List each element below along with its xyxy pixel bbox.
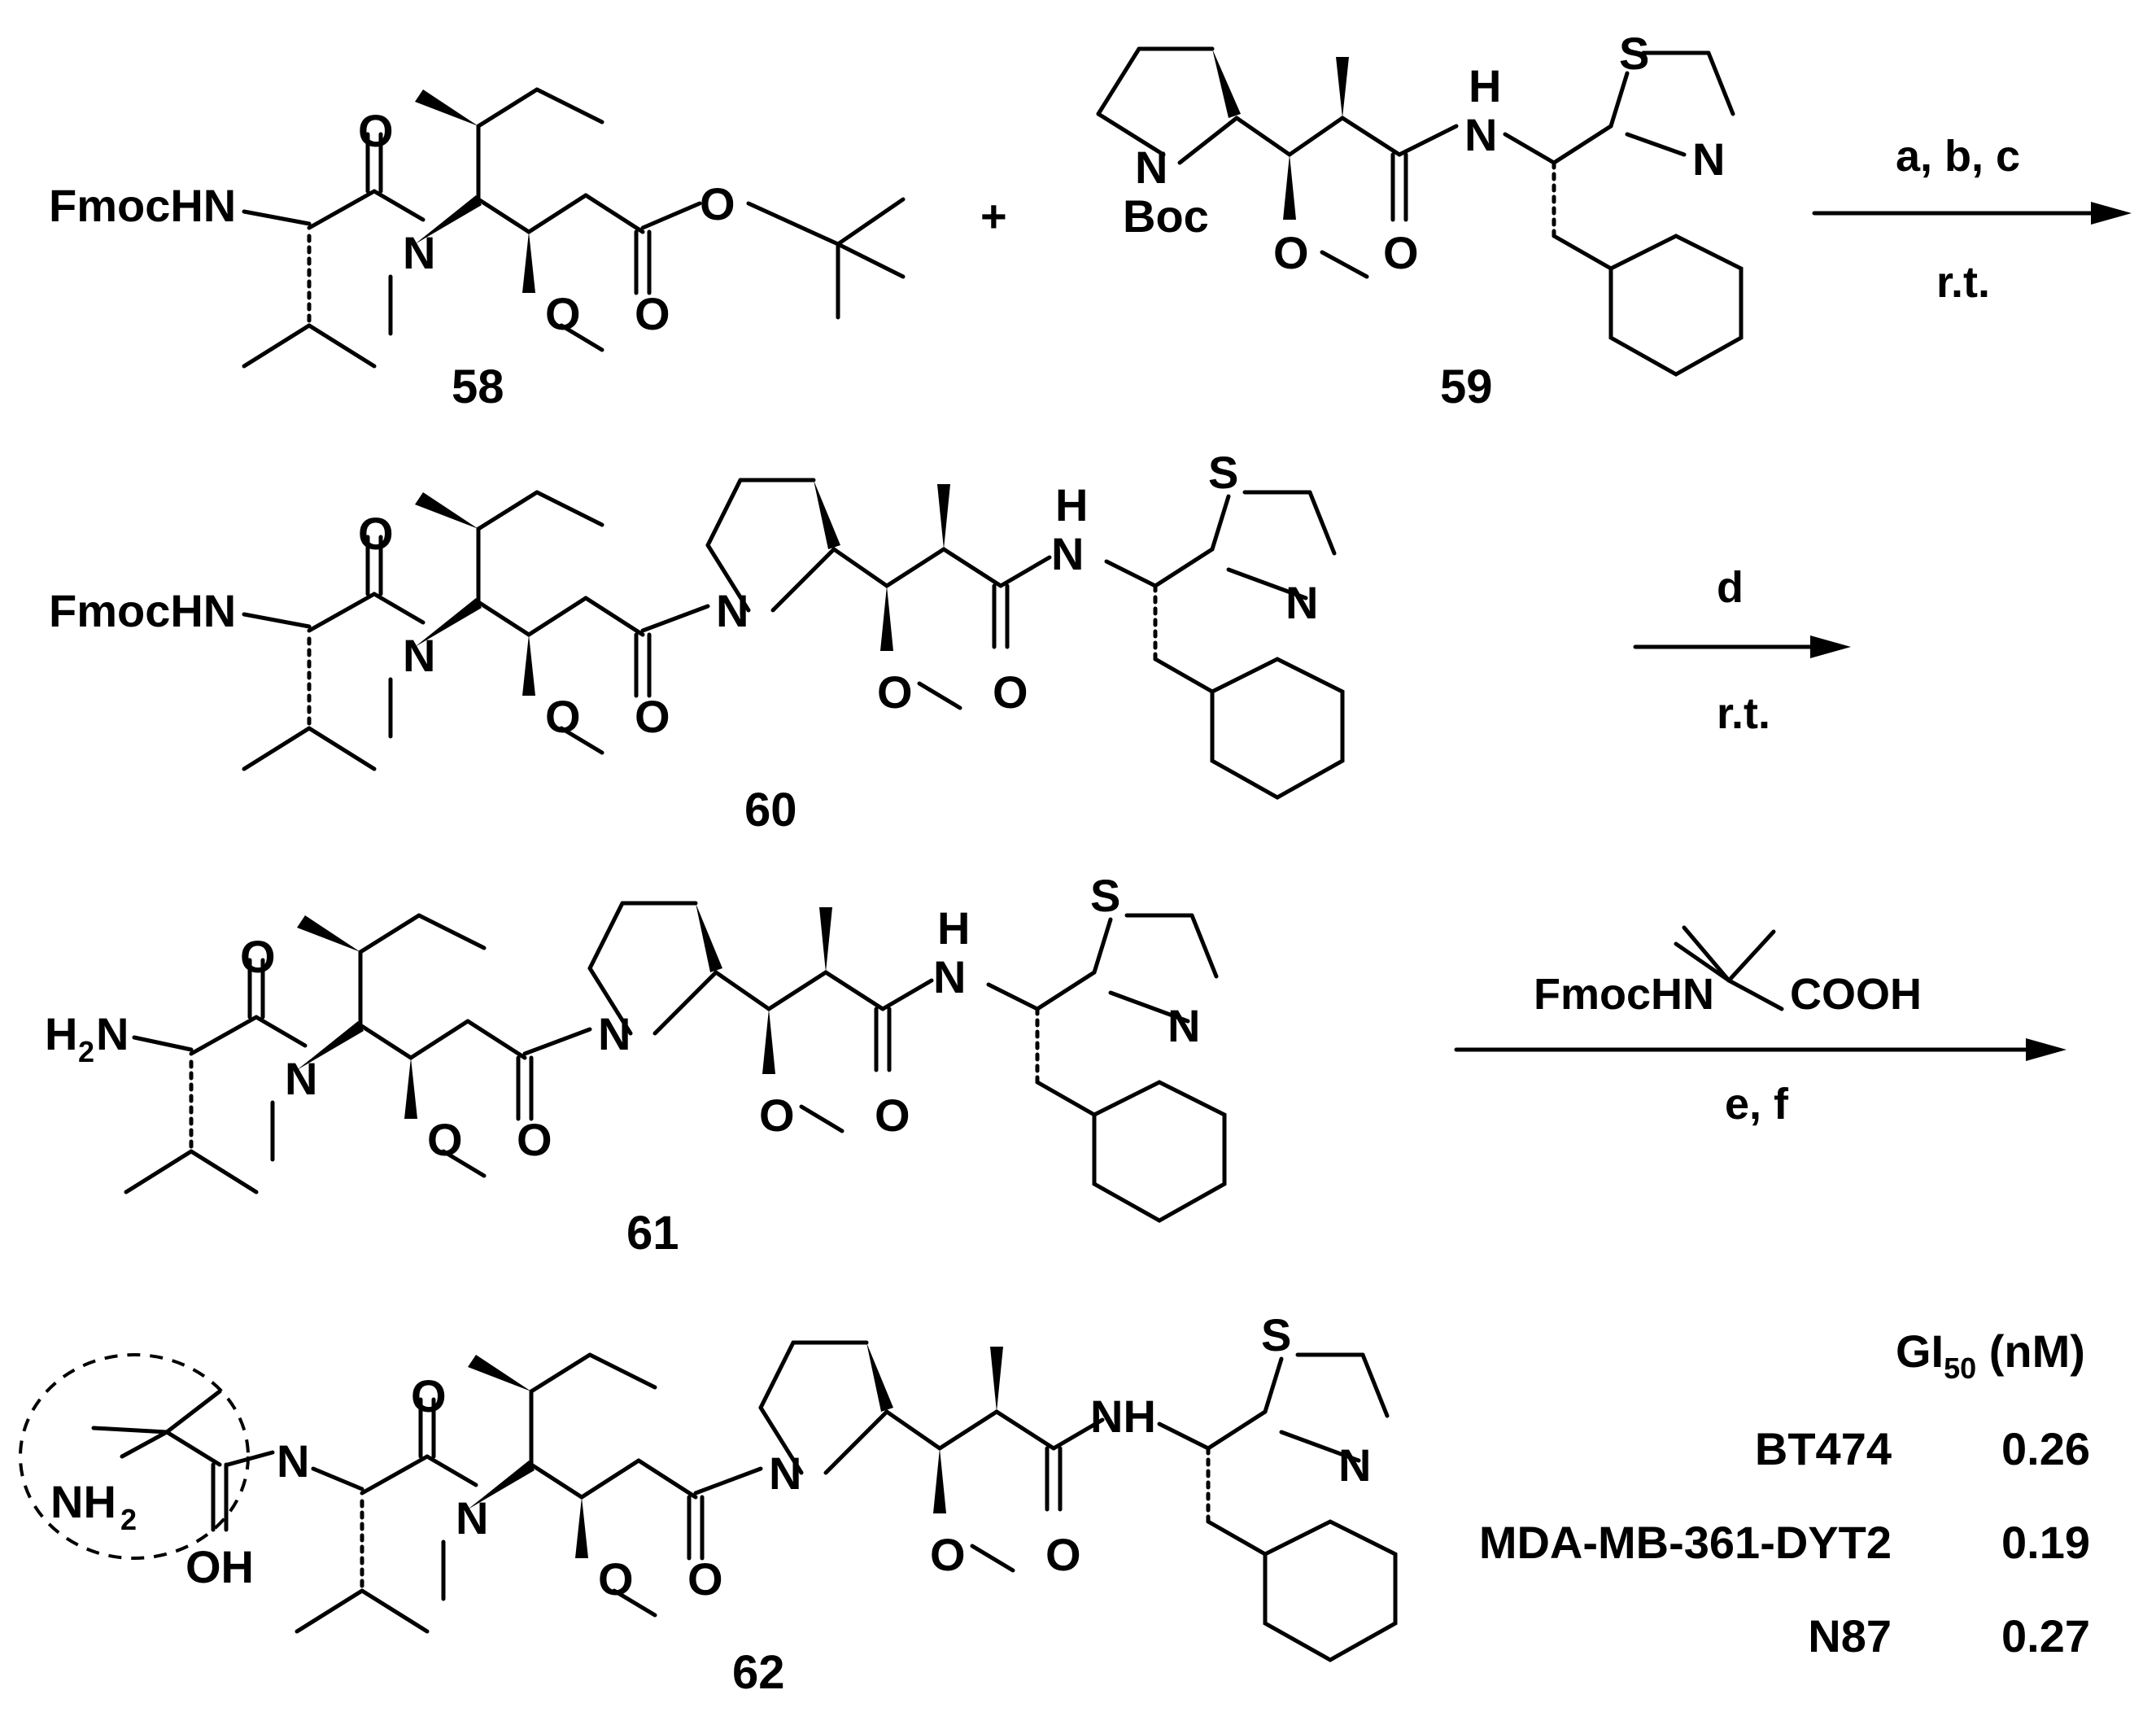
svg-text:2: 2: [120, 1503, 137, 1536]
condition-step3-bottom: e, f: [1725, 1080, 1789, 1129]
svg-text:N: N: [277, 1435, 309, 1487]
svg-text:O: O: [1045, 1529, 1081, 1580]
label-58: 58: [452, 360, 504, 413]
condition-step2-top: d: [1717, 563, 1744, 612]
condition-step1-bottom: r.t.: [1936, 258, 1990, 307]
svg-text:N: N: [1051, 528, 1084, 579]
svg-text:O: O: [358, 508, 394, 559]
svg-text:H: H: [45, 1008, 77, 1059]
reaction-arrow-2: d r.t.: [1633, 563, 1851, 738]
svg-text:O: O: [598, 1553, 634, 1605]
condition-step1-top: a, b, c: [1896, 132, 2020, 181]
svg-text:O: O: [545, 288, 581, 339]
svg-text:N: N: [403, 630, 435, 681]
table-header: GI50 (nM): [1896, 1325, 2085, 1385]
fmoc-aib-reagent: FmocHN COOH: [1534, 925, 1922, 1019]
label-61: 61: [626, 1207, 679, 1260]
svg-text:S: S: [1090, 870, 1120, 921]
table-row-value: 0.19: [2001, 1517, 2090, 1568]
aib-highlight-circle: [19, 1353, 250, 1560]
label-62: 62: [732, 1646, 785, 1699]
svg-text:O: O: [875, 1090, 910, 1141]
svg-text:NH: NH: [1090, 1391, 1156, 1442]
svg-text:O: O: [759, 1090, 795, 1141]
svg-text:N: N: [933, 951, 966, 1002]
svg-text:O: O: [700, 178, 735, 229]
svg-text:N: N: [716, 585, 748, 636]
svg-text:S: S: [1261, 1309, 1291, 1360]
svg-text:O: O: [635, 288, 670, 339]
svg-text:N: N: [1464, 109, 1497, 160]
reagent-cooh: COOH: [1790, 970, 1922, 1019]
label-60: 60: [744, 784, 797, 836]
svg-text:N: N: [598, 1008, 631, 1059]
table-row-cell-line: MDA-MB-361-DYT2: [1479, 1517, 1892, 1568]
svg-text:O: O: [427, 1114, 463, 1165]
reaction-arrow-1: a, b, c r.t.: [1812, 132, 2132, 307]
svg-text:N: N: [1692, 133, 1725, 185]
table-row-cell-line: BT474: [1755, 1423, 1892, 1474]
svg-text:N: N: [96, 1008, 129, 1059]
svg-text:FmocHN: FmocHN: [49, 585, 236, 636]
svg-text:OH: OH: [185, 1541, 254, 1592]
table-row-cell-line: N87: [1808, 1610, 1892, 1662]
svg-text:O: O: [635, 691, 670, 742]
svg-text:N: N: [285, 1053, 317, 1104]
svg-text:O: O: [411, 1370, 447, 1421]
condition-step2-bottom: r.t.: [1717, 689, 1770, 738]
svg-text:O: O: [240, 931, 276, 982]
svg-text:O: O: [358, 105, 394, 156]
svg-text:N: N: [1135, 142, 1167, 193]
fmochn-label: FmocHN: [49, 180, 236, 231]
compound-62: NH 2 OH N O N O O N O O NH S N 62: [19, 1309, 1395, 1699]
table-row-value: 0.26: [2001, 1423, 2090, 1474]
svg-text:O: O: [687, 1553, 723, 1605]
plus-sign: +: [980, 190, 1007, 242]
svg-text:N: N: [1167, 1000, 1200, 1051]
svg-text:Boc: Boc: [1123, 190, 1209, 242]
label-59: 59: [1440, 360, 1493, 413]
svg-text:O: O: [545, 691, 581, 742]
svg-text:O: O: [930, 1529, 966, 1580]
svg-text:O: O: [1273, 227, 1309, 278]
svg-text:N: N: [403, 227, 435, 278]
compound-60: FmocHN O N O O N O O N H S N 60: [49, 447, 1342, 836]
reaction-arrow-3: FmocHN COOH e, f: [1454, 925, 2067, 1129]
gi50-activity-table: GI50 (nM) BT474 0.26 MDA-MB-361-DYT2 0.1…: [1479, 1325, 2090, 1662]
table-row-value: 0.27: [2001, 1610, 2090, 1662]
compound-59: N Boc O O N H S N 59: [1096, 28, 1744, 413]
compound-61: H 2 N O N O O N O O N H S N 61: [45, 870, 1224, 1260]
svg-text:O: O: [1383, 227, 1419, 278]
svg-text:N: N: [1285, 577, 1318, 628]
reagent-fmochn: FmocHN: [1534, 970, 1714, 1019]
svg-text:O: O: [517, 1114, 552, 1165]
svg-text:N: N: [769, 1448, 801, 1499]
svg-text:N: N: [1338, 1439, 1371, 1491]
svg-text:H: H: [1469, 60, 1501, 111]
svg-text:H: H: [1055, 479, 1088, 531]
svg-text:O: O: [993, 666, 1028, 718]
compound-58: FmocHN O N O O O 58: [49, 90, 906, 413]
svg-text:N: N: [456, 1492, 488, 1544]
svg-text:2: 2: [78, 1035, 94, 1068]
svg-text:O: O: [877, 666, 913, 718]
svg-text:NH: NH: [50, 1476, 116, 1527]
svg-text:S: S: [1208, 447, 1238, 498]
svg-text:H: H: [937, 902, 970, 954]
